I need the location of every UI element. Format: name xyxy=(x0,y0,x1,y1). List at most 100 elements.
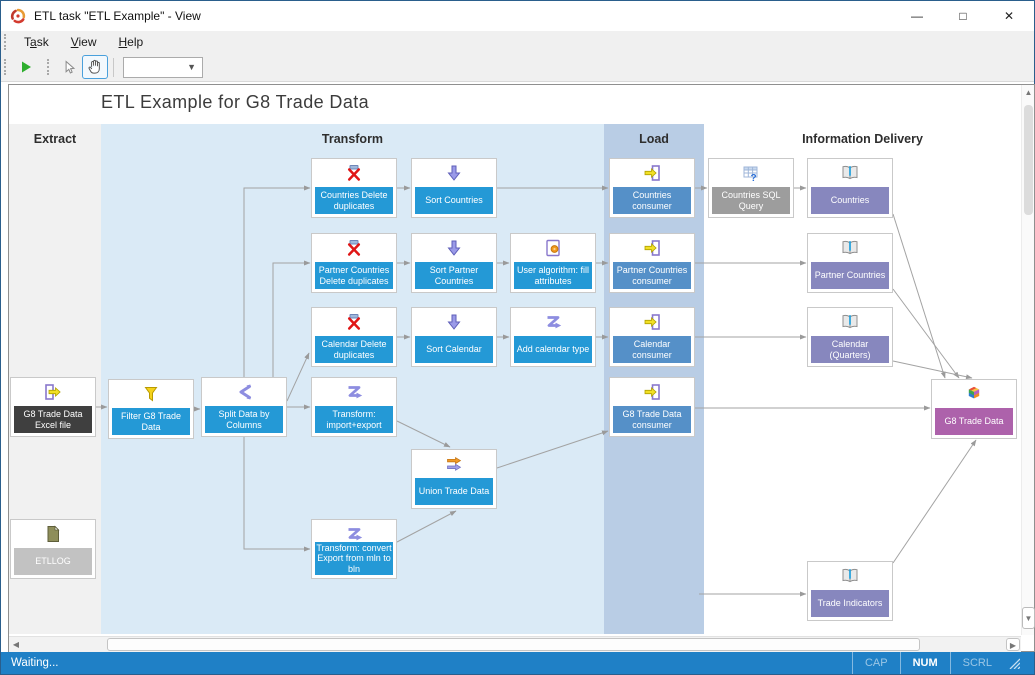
node-label: G8 Trade Data Excel file xyxy=(14,406,92,433)
node-partner-countries[interactable]: Partner Countries xyxy=(807,233,893,293)
close-button[interactable]: ✕ xyxy=(1003,9,1015,23)
chevron-down-icon: ▼ xyxy=(187,61,196,72)
status-message: Waiting... xyxy=(11,657,59,669)
minimize-button[interactable]: — xyxy=(911,9,923,23)
scroll-lock-indicator: SCRL xyxy=(962,657,992,669)
menu-bar: Task View Help xyxy=(1,31,1034,53)
node-calendar-quarters[interactable]: Calendar (Quarters) xyxy=(807,307,893,367)
node-label: Union Trade Data xyxy=(415,478,493,505)
menu-task[interactable]: Task xyxy=(24,35,49,49)
delete-duplicates-icon xyxy=(312,310,396,334)
node-g-8-consumer[interactable]: G8 Trade Data consumer xyxy=(609,377,695,437)
sort-arrow-icon xyxy=(412,161,496,185)
import-door-icon xyxy=(610,310,694,334)
cursor-icon xyxy=(65,59,75,74)
transform-z-icon xyxy=(312,380,396,404)
book-icon xyxy=(808,161,892,185)
menu-help[interactable]: Help xyxy=(118,35,144,49)
cube-icon xyxy=(932,382,1016,406)
filter-funnel-icon xyxy=(109,382,193,406)
scroll-up-icon[interactable]: ▲ xyxy=(1024,88,1033,97)
status-separator xyxy=(899,652,901,674)
split-arrow-icon xyxy=(202,380,286,404)
node-filter-g-8[interactable]: Filter G8 Trade Data xyxy=(108,379,194,439)
diagram-title: ETL Example for G8 Trade Data xyxy=(101,92,370,112)
column-header-extract: Extract xyxy=(33,132,77,146)
node-add-calendar-type[interactable]: Add calendar type xyxy=(510,307,596,367)
node-label: Transform: convert Export from mln to bl… xyxy=(315,541,393,575)
caps-lock-indicator: CAP xyxy=(864,657,888,669)
node-trade-indicators[interactable]: Trade Indicators xyxy=(807,561,893,621)
node-calendar-consumer[interactable]: Calendar consumer xyxy=(609,307,695,367)
toolbar-grip xyxy=(4,59,9,75)
column-header-information-delivery: Information Delivery xyxy=(802,132,923,146)
node-label: Add calendar type xyxy=(514,336,592,363)
sort-arrow-icon xyxy=(412,310,496,334)
node-label: Calendar Delete duplicates xyxy=(315,336,393,363)
node-label: Sort Partner Countries xyxy=(415,262,493,289)
scroll-down-icon[interactable]: ▼ xyxy=(1022,607,1035,629)
node-label: Calendar consumer xyxy=(613,336,691,363)
scroll-left-icon[interactable]: ◀ xyxy=(12,640,20,649)
resize-grip[interactable] xyxy=(1008,657,1020,669)
pointer-tool-button[interactable] xyxy=(56,55,82,79)
node-partner-delete[interactable]: Partner Countries Delete duplicates xyxy=(311,233,397,293)
node-g-8-excel[interactable]: G8 Trade Data Excel file xyxy=(10,377,96,437)
book-icon xyxy=(808,310,892,334)
node-label: Countries Delete duplicates xyxy=(315,187,393,214)
import-door-icon xyxy=(610,236,694,260)
node-transform-import-export[interactable]: Transform: import+export xyxy=(311,377,397,437)
node-transform-convert[interactable]: Transform: convert Export from mln to bl… xyxy=(311,519,397,579)
menu-view[interactable]: View xyxy=(70,35,97,49)
import-door-icon xyxy=(610,380,694,404)
node-label: Calendar (Quarters) xyxy=(811,336,889,363)
horizontal-scrollbar[interactable]: ◀ ▶ xyxy=(9,636,1021,652)
import-door-icon xyxy=(610,161,694,185)
transform-z-icon xyxy=(511,310,595,334)
app-logo-icon xyxy=(10,8,26,24)
node-label: Partner Countries Delete duplicates xyxy=(315,262,393,289)
status-bar: Waiting... CAP NUM SCRL xyxy=(1,652,1034,674)
vertical-scrollbar[interactable]: ▲ ▼ xyxy=(1021,85,1035,635)
toolbar: ▼ xyxy=(1,53,1034,82)
node-union-trade-data[interactable]: Union Trade Data xyxy=(411,449,497,509)
node-countries-sql-query[interactable]: ?Countries SQL Query xyxy=(708,158,794,218)
node-sort-partner[interactable]: Sort Partner Countries xyxy=(411,233,497,293)
node-label: Countries SQL Query xyxy=(712,187,790,214)
node-label: Partner Countries consumer xyxy=(613,262,691,289)
union-arrows-icon xyxy=(412,452,496,476)
node-label: Filter G8 Trade Data xyxy=(112,408,190,435)
hand-icon xyxy=(88,59,100,74)
node-partner-consumer[interactable]: Partner Countries consumer xyxy=(609,233,695,293)
node-countries-delete[interactable]: Countries Delete duplicates xyxy=(311,158,397,218)
title-bar: ETL task "ETL Example" - View — □ ✕ xyxy=(1,1,1034,31)
node-label: G8 Trade Data xyxy=(935,408,1013,435)
node-label: G8 Trade Data consumer xyxy=(613,406,691,433)
export-door-icon xyxy=(11,380,95,404)
status-separator xyxy=(949,652,951,674)
node-label: Transform: import+export xyxy=(315,406,393,433)
node-split-data[interactable]: Split Data by Columns xyxy=(201,377,287,437)
node-g-8-trade-data[interactable]: G8 Trade Data xyxy=(931,379,1017,439)
zoom-combobox[interactable]: ▼ xyxy=(123,56,203,78)
node-sort-countries[interactable]: Sort Countries xyxy=(411,158,497,218)
horizontal-scroll-thumb[interactable] xyxy=(107,638,920,651)
maximize-button[interactable]: □ xyxy=(959,9,967,23)
node-user-algorithm[interactable]: User algorithm: fill attributes xyxy=(510,233,596,293)
window-title: ETL task "ETL Example" - View xyxy=(34,9,201,23)
scroll-right-icon[interactable]: ▶ xyxy=(1006,638,1020,651)
menu-grip xyxy=(4,34,9,50)
run-button[interactable] xyxy=(13,55,39,79)
node-countries[interactable]: Countries xyxy=(807,158,893,218)
node-etllog[interactable]: ETLLOG xyxy=(10,519,96,579)
sql-query-icon: ? xyxy=(709,161,793,185)
vertical-scroll-thumb[interactable] xyxy=(1024,105,1033,215)
node-sort-calendar[interactable]: Sort Calendar xyxy=(411,307,497,367)
status-separator xyxy=(851,652,853,674)
pan-tool-button[interactable] xyxy=(82,55,108,79)
node-label: Countries consumer xyxy=(613,187,691,214)
toolbar-separator xyxy=(113,57,114,77)
node-calendar-delete[interactable]: Calendar Delete duplicates xyxy=(311,307,397,367)
node-countries-consumer[interactable]: Countries consumer xyxy=(609,158,695,218)
